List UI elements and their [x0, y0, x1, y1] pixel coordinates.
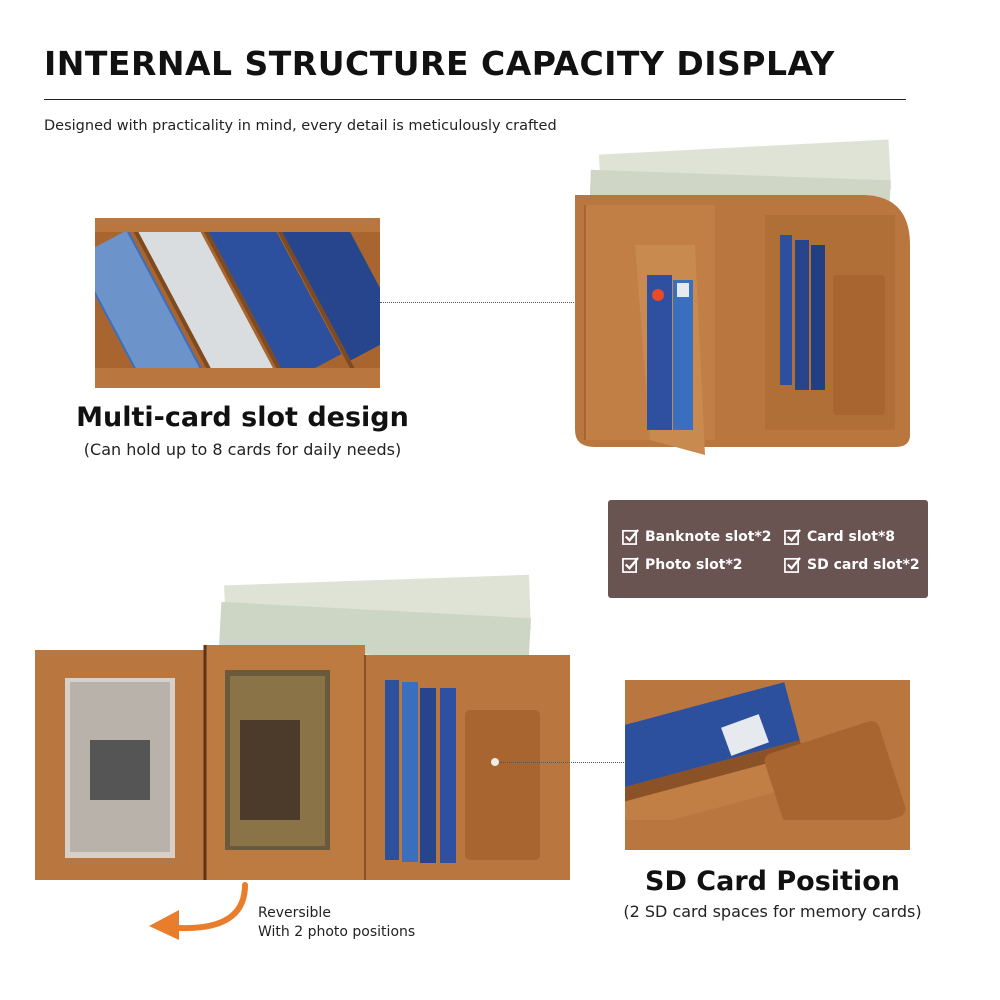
multi-card-title: Multi-card slot design: [76, 402, 409, 433]
sd-card-closeup-photo: [625, 680, 910, 850]
card-slots-closeup-photo: [95, 218, 380, 388]
leader-line-cards: [380, 302, 642, 303]
feature-banknote-slot: Banknote slot*2: [622, 528, 772, 545]
sd-card-title: SD Card Position: [645, 866, 900, 897]
feature-photo-slot: Photo slot*2: [622, 556, 743, 573]
reversible-note: Reversible With 2 photo positions: [258, 904, 415, 942]
feature-label: Banknote slot*2: [645, 528, 772, 545]
reversible-arrow-icon: [149, 882, 248, 940]
multi-card-subtitle: (Can hold up to 8 cards for daily needs): [83, 440, 402, 459]
feature-label: SD card slot*2: [807, 556, 920, 573]
feature-label: Photo slot*2: [645, 556, 743, 573]
reversible-line-2: With 2 photo positions: [258, 924, 416, 940]
page-title: INTERNAL STRUCTURE CAPACITY DISPLAY: [44, 44, 835, 83]
feature-card-slot: Card slot*8: [784, 528, 895, 545]
checkbox-checked-icon: [784, 557, 801, 573]
checkbox-checked-icon: [784, 529, 801, 545]
checkbox-checked-icon: [622, 529, 639, 545]
features-panel: Banknote slot*2 Card slot*8 Photo slot*2…: [608, 500, 928, 598]
sd-card-subtitle: (2 SD card spaces for memory cards): [623, 902, 922, 921]
checkbox-checked-icon: [622, 557, 639, 573]
reversible-line-1: Reversible: [258, 905, 331, 921]
feature-sd-card-slot: SD card slot*2: [784, 556, 920, 573]
page-subtitle: Designed with practicality in mind, ever…: [44, 118, 557, 134]
open-wallet-photo: [565, 135, 915, 460]
leader-line-sd: [500, 762, 700, 763]
title-divider: [44, 99, 906, 100]
fully-open-wallet-photo: [30, 570, 575, 890]
feature-label: Card slot*8: [807, 528, 896, 545]
